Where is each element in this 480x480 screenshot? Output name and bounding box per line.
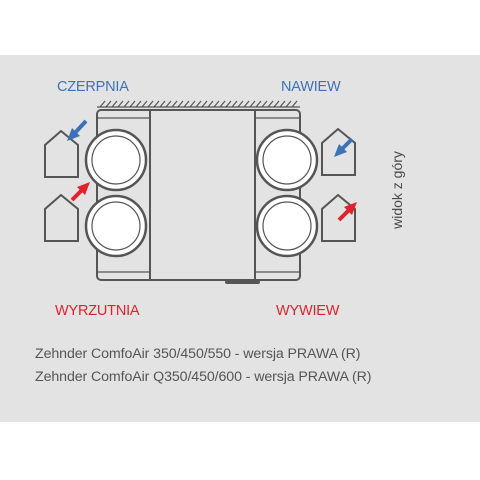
label-nawiew: NAWIEW	[281, 79, 341, 95]
house-icon-extract	[321, 193, 356, 242]
duct-spigot-top-left	[84, 128, 148, 192]
unit-body	[96, 109, 301, 281]
label-czerpnia: CZERPNIA	[57, 79, 129, 95]
caption-line-1: Zehnder ComfoAir 350/450/550 - wersja PR…	[35, 346, 361, 362]
arrow-icons	[67, 119, 357, 222]
label-wywiew: WYWIEW	[276, 303, 340, 319]
red-arrow-icon-exhaust	[70, 182, 90, 202]
duct-spigot-bottom-left	[84, 194, 148, 258]
duct-spigots	[84, 128, 319, 258]
label-wyrzutnia: WYRZUTNIA	[55, 303, 140, 319]
unit-base-foot	[225, 280, 260, 284]
top-view-note: widok z góry	[389, 151, 405, 229]
duct-spigot-bottom-right	[255, 194, 319, 258]
blue-arrow-icon-supply	[334, 137, 354, 157]
diagram-panel	[0, 55, 480, 422]
house-icon-supply	[321, 127, 356, 176]
red-arrow-icon-extract	[337, 202, 357, 222]
house-icon-outdoor-exhaust	[44, 193, 79, 242]
blue-arrow-icon-intake	[67, 119, 88, 141]
wall-hatching	[97, 100, 300, 108]
house-icons	[44, 127, 356, 242]
caption-line-2: Zehnder ComfoAir Q350/450/600 - wersja P…	[35, 369, 372, 385]
duct-spigot-top-right	[255, 128, 319, 192]
